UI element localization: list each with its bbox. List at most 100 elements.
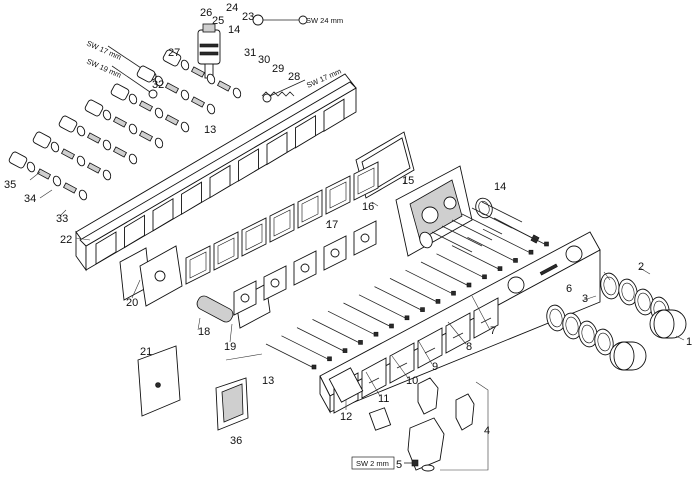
screw [461, 213, 503, 235]
valve-body [110, 83, 130, 101]
gasket-hole [270, 278, 280, 288]
o-ring-lower [419, 231, 433, 249]
frame-window [238, 148, 259, 182]
screw [358, 294, 408, 320]
frame-window [181, 181, 202, 215]
screw-head [389, 323, 394, 329]
screw-head [482, 274, 487, 280]
o-ring [180, 121, 190, 133]
callout-20: 20 [126, 297, 138, 309]
spindle [112, 146, 128, 158]
screw [467, 237, 516, 262]
valve-cartridge-top [197, 23, 221, 79]
callout-13-rear: 13 [204, 124, 216, 136]
screw-head [544, 241, 549, 247]
o-ring [26, 161, 36, 173]
callout-6: 6 [566, 283, 572, 295]
spindle [60, 148, 76, 160]
spindle [164, 82, 180, 94]
callout-9: 9 [432, 361, 438, 373]
callout-35: 35 [4, 179, 16, 191]
o-ring [102, 139, 112, 151]
screw-head [435, 299, 441, 304]
callout-17: 17 [326, 219, 338, 231]
callout-18: 18 [198, 326, 210, 338]
grub-screw-5 [404, 459, 419, 467]
callout-14-right: 14 [494, 181, 506, 193]
valve-body [84, 99, 104, 117]
mounting-frame-lower [79, 81, 357, 247]
screw [281, 335, 330, 361]
seal-plate-20 [119, 245, 183, 307]
wrench-sw24-icon [252, 14, 308, 26]
trim-ring-inner [621, 282, 635, 302]
screw-head [311, 364, 317, 370]
bracket-inner [357, 167, 375, 195]
gasket-hole [330, 248, 340, 258]
spindle [138, 130, 154, 142]
screw [312, 319, 361, 344]
callout-30: 30 [258, 54, 270, 66]
spring-28 [261, 91, 295, 97]
screw [441, 225, 483, 247]
gasket-hole [300, 263, 310, 273]
o-ring [128, 93, 138, 105]
valve-body [162, 49, 182, 67]
spindle [86, 162, 102, 174]
callout-26: 26 [200, 7, 212, 19]
spindle [86, 132, 102, 144]
bracket-frame [213, 231, 239, 271]
button-mark [452, 332, 464, 339]
trim-ring-inner [549, 308, 563, 328]
bracket-inner [217, 237, 235, 265]
trim-ring-inner [637, 292, 651, 312]
callout-1: 1 [686, 336, 692, 348]
frame-window [152, 198, 174, 232]
frame-window [266, 131, 288, 166]
callout-21: 21 [140, 346, 152, 358]
callout-7: 7 [490, 325, 496, 337]
screw-set-13 [265, 201, 549, 370]
leader-lines [29, 171, 685, 471]
callout-36: 36 [230, 435, 242, 447]
spindle [190, 96, 206, 108]
screw [481, 201, 523, 223]
trim-ring-inner [581, 324, 595, 344]
mixing-block [395, 165, 473, 257]
valve-body [32, 131, 52, 149]
trim-ring-inner [597, 332, 611, 352]
callout-27: 27 [168, 47, 180, 59]
spindle [36, 168, 52, 180]
mounting-brackets-17 [185, 161, 379, 285]
screw-head [327, 356, 332, 362]
screw [389, 278, 439, 303]
screw [436, 253, 485, 279]
spindle [112, 116, 128, 128]
o-ring [102, 169, 112, 181]
o-ring [102, 109, 112, 121]
callout-14-top: 14 [228, 24, 240, 36]
plate-dial-openings [507, 245, 583, 294]
callout-32: 32 [152, 79, 164, 91]
o-ring [154, 75, 164, 87]
callout-16: 16 [362, 201, 374, 213]
wrench-sw19-icon [111, 65, 158, 99]
spindle [62, 182, 78, 194]
callout-34: 34 [24, 193, 36, 205]
callout-13-front: 13 [262, 375, 274, 387]
screw-head [404, 315, 410, 321]
spindle [164, 114, 180, 126]
tool-label-sw24: SW 24 mm [306, 16, 343, 25]
bracket-frame [325, 175, 351, 215]
callout-15: 15 [402, 175, 414, 187]
tool-label-sw2-box: SW 2 mm [351, 456, 395, 470]
o-ring [52, 175, 62, 187]
callout-4: 4 [484, 425, 490, 437]
frame-window [124, 214, 145, 249]
button-mark [396, 362, 408, 369]
handle-knob-1 [649, 309, 687, 339]
bracket-frame [297, 189, 323, 229]
frame-window [209, 164, 231, 199]
screw-head [513, 258, 518, 263]
screw [343, 302, 392, 328]
